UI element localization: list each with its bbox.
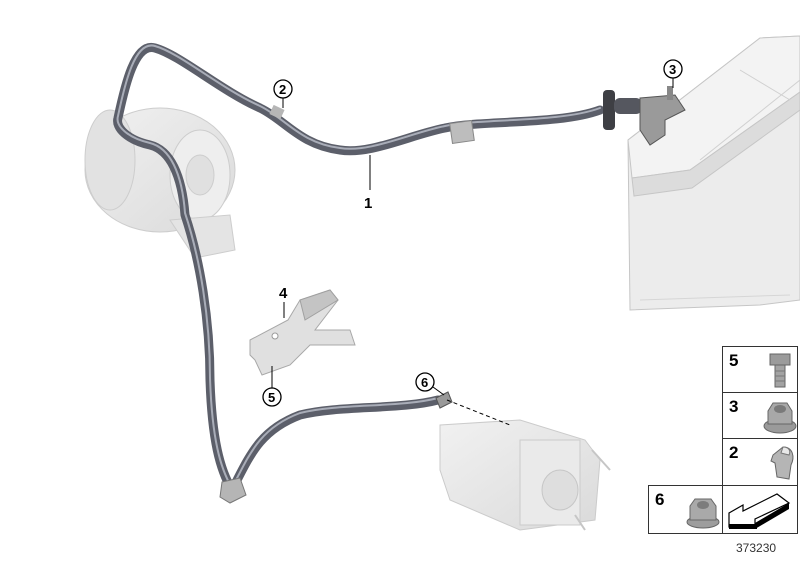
callout-4: 4 xyxy=(279,285,288,318)
legend-number: 6 xyxy=(655,490,665,509)
svg-text:6: 6 xyxy=(421,375,428,390)
lug-leader-dash xyxy=(446,399,511,426)
cable-block xyxy=(449,120,475,144)
svg-text:4: 4 xyxy=(279,285,288,302)
callout-5: 5 xyxy=(262,366,282,407)
legend-cell-hex-nut[interactable]: 6 xyxy=(648,485,723,534)
legend-number: 5 xyxy=(729,351,739,370)
callout-3: 3 xyxy=(663,59,683,88)
alternator xyxy=(84,107,236,259)
hex-nut-icon xyxy=(686,498,720,529)
callout-6: 6 xyxy=(415,372,445,396)
svg-text:5: 5 xyxy=(268,390,275,405)
legend-number: 3 xyxy=(729,397,739,416)
cable-clip-icon xyxy=(770,446,794,480)
legend-cell-arrow[interactable] xyxy=(722,485,798,534)
svg-text:1: 1 xyxy=(364,195,372,212)
legend-number: 2 xyxy=(729,443,739,462)
diagram-id-number: 373230 xyxy=(736,541,777,555)
legend-cell-bolt[interactable]: 5 xyxy=(722,346,798,393)
starter-lug xyxy=(435,391,453,409)
flange-nut-icon xyxy=(763,402,797,434)
battery xyxy=(627,35,800,311)
legend-cell-clip[interactable]: 2 xyxy=(722,438,798,486)
grommet xyxy=(603,90,642,130)
svg-text:3: 3 xyxy=(669,62,676,77)
callout-2: 2 xyxy=(273,79,293,108)
svg-text:2: 2 xyxy=(279,82,286,97)
battery-terminal xyxy=(639,86,686,146)
cable-clip-marker xyxy=(269,104,285,120)
front-direction-arrow-icon xyxy=(728,493,791,529)
cable-junction xyxy=(219,477,247,504)
callout-1: 1 xyxy=(364,155,372,212)
cable-holder xyxy=(249,289,356,376)
starter-motor xyxy=(439,419,611,531)
legend-cell-flange-nut[interactable]: 3 xyxy=(722,392,798,439)
hex-bolt-icon xyxy=(769,353,791,388)
battery-cable xyxy=(113,43,605,495)
